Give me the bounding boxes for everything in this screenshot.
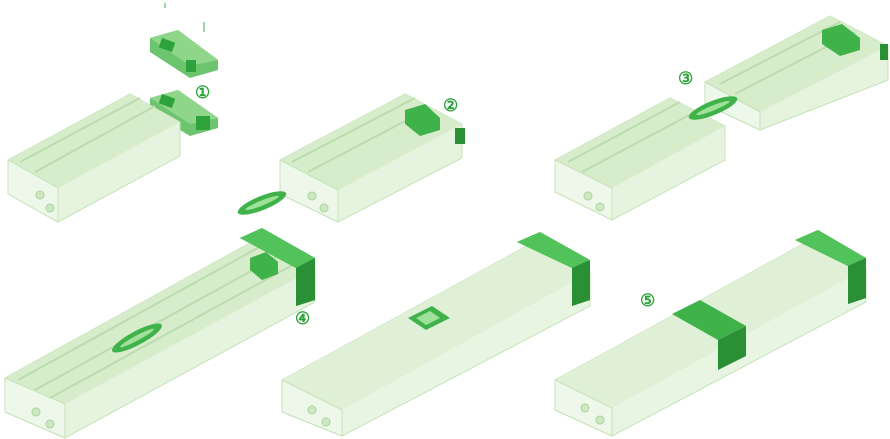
step-4-number: ④ — [295, 309, 310, 328]
trunking-covered-illustration — [282, 232, 590, 436]
step-1-illustration: ① — [8, 3, 218, 222]
step-2-illustration: ② — [235, 94, 465, 222]
step-4-illustration: ④ — [5, 228, 315, 438]
trunking-section-1 — [8, 94, 180, 222]
step-5-number: ⑤ — [640, 291, 655, 310]
trunking-section-3b — [705, 16, 888, 130]
step-1-number: ① — [195, 83, 210, 102]
joint-connector-2 — [235, 187, 288, 219]
step-2-number: ② — [443, 96, 458, 115]
clip-part-upper — [150, 30, 218, 78]
step-3-illustration: ③ — [555, 16, 888, 220]
step-5-illustration: ⑤ — [555, 230, 866, 436]
step-3-number: ③ — [678, 69, 693, 88]
